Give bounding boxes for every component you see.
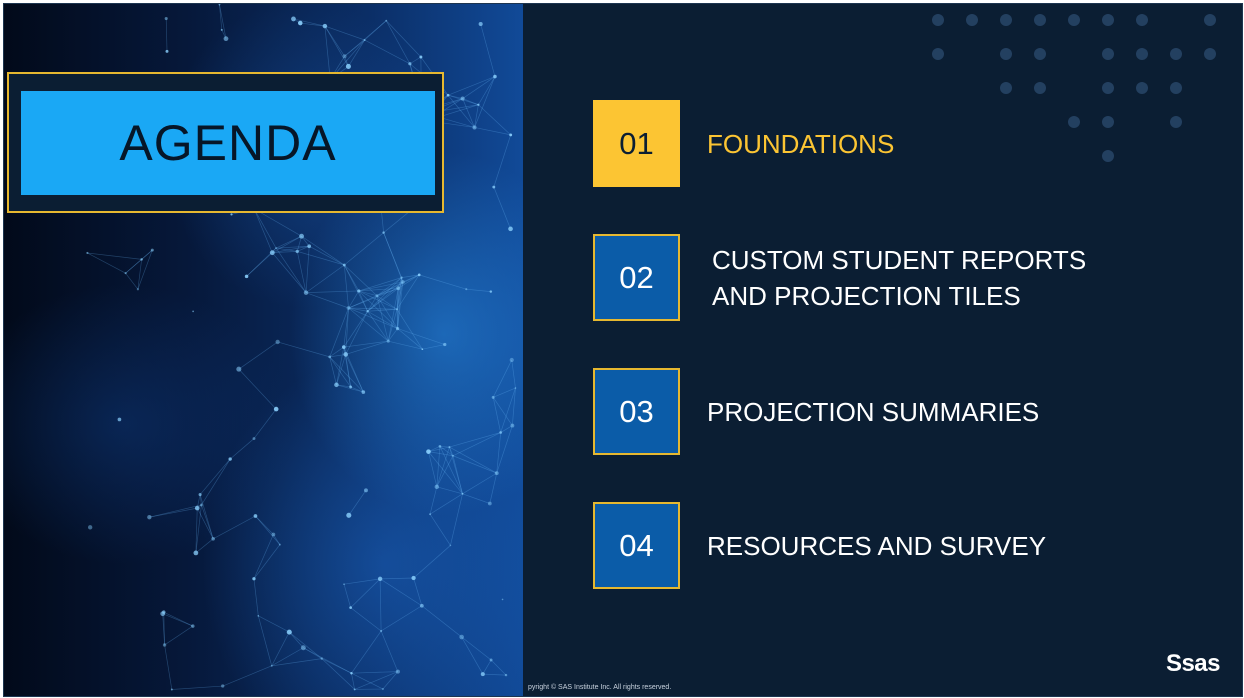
network-background-image: AGENDA xyxy=(4,4,523,696)
agenda-title-box: AGENDA xyxy=(21,91,435,195)
agenda-item-label-line2: AND PROJECTION TILES xyxy=(712,280,1021,311)
agenda-item-03[interactable]: 03 PROJECTION SUMMARIES xyxy=(593,368,1039,455)
agenda-item-number: 04 xyxy=(593,502,680,589)
agenda-item-number: 03 xyxy=(593,368,680,455)
network-lines-graphic xyxy=(86,4,517,691)
agenda-item-label-line1: CUSTOM STUDENT REPORTS xyxy=(712,244,1087,275)
sas-logo: Ssas xyxy=(1165,650,1221,677)
agenda-item-number: 01 xyxy=(593,100,680,187)
slide: AGENDA 01 FOUNDATIONS 02 CUSTOM STUDENT … xyxy=(3,3,1243,697)
agenda-title-frame: AGENDA xyxy=(7,72,444,213)
agenda-item-02[interactable]: 02 CUSTOM STUDENT REPORTS AND PROJECTION… xyxy=(593,234,1086,321)
decorative-dot-grid xyxy=(932,14,1216,162)
agenda-item-label: FOUNDATIONS xyxy=(707,128,895,159)
copyright-text: pyright © SAS Institute Inc. All rights … xyxy=(528,684,672,691)
agenda-item-01[interactable]: 01 FOUNDATIONS xyxy=(593,100,894,187)
agenda-item-04[interactable]: 04 RESOURCES AND SURVEY xyxy=(593,502,1046,589)
agenda-item-label: CUSTOM STUDENT REPORTS AND PROJECTION TI… xyxy=(712,242,1086,314)
agenda-item-number: 02 xyxy=(593,234,680,321)
slide-title: AGENDA xyxy=(119,115,337,171)
agenda-item-label: RESOURCES AND SURVEY xyxy=(707,530,1047,561)
agenda-item-label: PROJECTION SUMMARIES xyxy=(707,396,1040,427)
